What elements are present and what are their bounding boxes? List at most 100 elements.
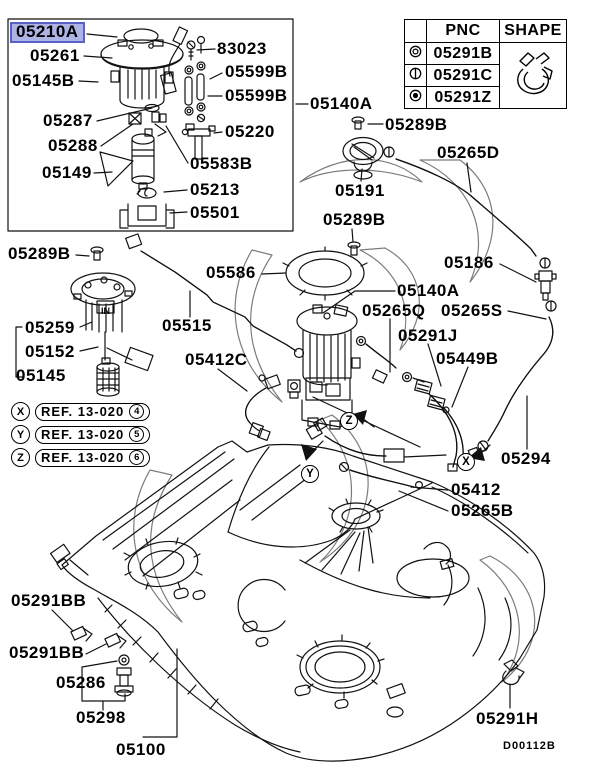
strainer-05152 (96, 357, 120, 397)
hose-05265B-art (338, 461, 424, 490)
fuel-tank-art (49, 440, 546, 762)
fuel-pump-05149 (99, 128, 155, 190)
part-label-05259[interactable]: 05259 (25, 318, 75, 337)
pnc-table-header-row: PNC SHAPE (404, 19, 567, 43)
ref-box-x[interactable]: REF. 13-020 4 (35, 402, 151, 421)
part-label-05145B[interactable]: 05145B (12, 71, 75, 90)
part-label-05213[interactable]: 05213 (190, 180, 240, 199)
part-label-05140A-mid[interactable]: 05140A (397, 281, 460, 300)
part-label-05291H[interactable]: 05291H (476, 709, 539, 728)
part-label-05289B-mid[interactable]: 05289B (323, 210, 386, 229)
pnc-table: PNC SHAPE 05291B 05291C (404, 19, 567, 109)
hardware-column (184, 61, 206, 123)
filled-circle-icon (404, 86, 427, 109)
top-centre-port-ring (328, 498, 384, 533)
main-module-art (282, 241, 368, 430)
pnc-table-corner-cell (404, 19, 427, 43)
pnc-row-05291B: 05291B (404, 42, 567, 109)
part-label-05449B[interactable]: 05449B (436, 349, 499, 368)
part-label-05265D[interactable]: 05265D (437, 143, 500, 162)
part-label-05191[interactable]: 05191 (335, 181, 385, 200)
screws-83023 (186, 35, 206, 61)
diagram-marker-y: Y (301, 465, 319, 483)
drain-plug-05286-art (114, 654, 134, 697)
part-label-05298[interactable]: 05298 (76, 708, 126, 727)
part-label-05294[interactable]: 05294 (501, 449, 551, 468)
bolt-05289B-top (351, 116, 365, 130)
part-label-05149[interactable]: 05149 (42, 163, 92, 182)
part-label-05599B-1[interactable]: 05599B (225, 62, 288, 81)
pnc-value[interactable]: 05291C (426, 64, 500, 87)
ref-text: REF. 13-020 (41, 404, 125, 419)
hose-05412C-art (245, 374, 281, 442)
wiring-harness (159, 26, 189, 95)
part-label-05145[interactable]: 05145 (16, 366, 66, 385)
left-port-ring (123, 537, 203, 590)
diagram-code: D00112B (503, 740, 556, 752)
part-label-05286[interactable]: 05286 (56, 673, 106, 692)
part-label-05210A-highlighted[interactable]: 05210A (10, 22, 85, 43)
inset-box (7, 18, 294, 232)
pnc-value[interactable]: 05291B (426, 42, 500, 65)
bottom-centre-port-ring (296, 634, 385, 699)
ref-box-y[interactable]: REF. 13-020 5 (35, 425, 151, 444)
hose-05265D-art (395, 158, 537, 257)
clamp-05583B (151, 111, 167, 137)
part-label-05265Q[interactable]: 05265Q (362, 301, 426, 320)
filler-cap-05191-art (342, 116, 395, 180)
diagram-marker-z: Z (340, 412, 358, 430)
part-label-05291BB-2[interactable]: 05291BB (9, 643, 85, 662)
part-label-05261[interactable]: 05261 (30, 46, 80, 65)
ref-marker-y: Y (11, 425, 30, 444)
part-label-05583B[interactable]: 05583B (190, 154, 253, 173)
ref-legend-row-x[interactable]: X REF. 13-020 4 (11, 402, 151, 421)
ref-number: 5 (129, 427, 145, 442)
part-label-05288[interactable]: 05288 (48, 136, 98, 155)
part-label-05140A-top[interactable]: 05140A (310, 94, 373, 113)
part-label-05599B-2[interactable]: 05599B (225, 86, 288, 105)
part-label-05287[interactable]: 05287 (43, 111, 93, 130)
part-label-05220[interactable]: 05220 (225, 122, 275, 141)
connectors-05291J-art (414, 378, 450, 414)
shape-header: SHAPE (499, 19, 567, 43)
part-label-05501[interactable]: 05501 (190, 203, 240, 222)
part-label-05291BB-1[interactable]: 05291BB (11, 591, 87, 610)
clamp-05291BB-1-art (70, 625, 93, 642)
part-label-05152[interactable]: 05152 (25, 342, 75, 361)
ref-marker-z: Z (11, 448, 30, 467)
ref-legend-row-y[interactable]: Y REF. 13-020 5 (11, 425, 151, 444)
ref-number: 6 (129, 450, 145, 465)
part-label-05289B-top[interactable]: 05289B (385, 115, 448, 134)
arrow-to-z (353, 410, 375, 428)
bracket-05501 (119, 203, 175, 229)
pnc-row-05291Z: 05291Z (404, 86, 567, 109)
ref-box-z[interactable]: REF. 13-020 6 (35, 448, 151, 467)
ref-marker-x: X (11, 402, 30, 421)
part-label-05412C[interactable]: 05412C (185, 350, 248, 369)
part-label-05289B-left[interactable]: 05289B (8, 244, 71, 263)
clamp-05291BB-2-art (104, 632, 127, 649)
pnc-value[interactable]: 05291Z (426, 86, 500, 109)
valve-05186-art (534, 257, 557, 312)
part-label-05586[interactable]: 05586 (206, 263, 256, 282)
part-label-05186[interactable]: 05186 (444, 253, 494, 272)
hose-clamp-icon (499, 42, 567, 109)
ref-legend-row-z[interactable]: Z REF. 13-020 6 (11, 448, 151, 467)
pnc-header: PNC (426, 19, 500, 43)
part-label-05412[interactable]: 05412 (451, 480, 501, 499)
pipe-05515-art (125, 233, 305, 359)
part-label-05265S[interactable]: 05265S (441, 301, 503, 320)
part-label-05100[interactable]: 05100 (116, 740, 166, 759)
ref-text: REF. 13-020 (41, 450, 125, 465)
part-label-05515[interactable]: 05515 (162, 316, 212, 335)
diagram-marker-x: X (457, 453, 475, 471)
part-label-83023[interactable]: 83023 (217, 39, 267, 58)
leader-lines (15, 33, 547, 738)
part-label-05291J[interactable]: 05291J (398, 326, 458, 345)
part-label-05265B[interactable]: 05265B (451, 501, 514, 520)
bolt-05289B-mid (347, 241, 361, 256)
arrow-to-y (301, 440, 324, 461)
ref-number: 4 (129, 404, 145, 419)
